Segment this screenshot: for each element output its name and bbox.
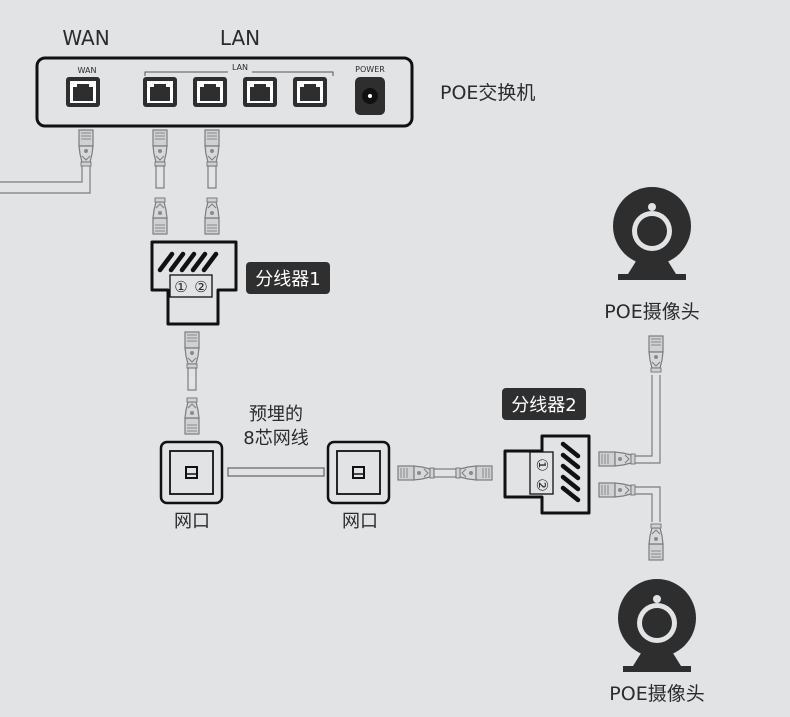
splitter1-tag-text: 分线器1 xyxy=(255,269,320,290)
poe-camera-1-label: POE摄像头 xyxy=(604,301,699,323)
splitter1-tag: 分线器1 xyxy=(246,262,330,294)
lan-port-2[interactable] xyxy=(193,77,227,107)
splitter-1: ① ② xyxy=(150,240,238,326)
splitter2-port2-label: ② xyxy=(533,478,551,491)
wall-socket-1-label: 网口 xyxy=(174,511,210,532)
splitter2-to-camera1-cable xyxy=(598,335,664,467)
switch-name-label: POE交换机 xyxy=(440,82,535,104)
splitter1-to-socket-cable xyxy=(184,331,200,435)
wan-cable xyxy=(0,129,94,194)
socket-to-splitter2-cable xyxy=(397,465,493,481)
lan-patch-cable-1 xyxy=(152,129,168,235)
lan-header-label: LAN xyxy=(220,26,260,50)
switch-panel-wan-label: WAN xyxy=(78,66,97,75)
poe-camera-2-icon xyxy=(618,579,696,672)
lan-port-4[interactable] xyxy=(293,77,327,107)
wall-socket-1[interactable] xyxy=(159,440,224,505)
splitter2-tag: 分线器2 xyxy=(502,388,586,420)
embedded-cable-label-line2: 8芯网线 xyxy=(243,428,308,449)
switch-body xyxy=(35,56,414,128)
switch-panel-power-label: POWER xyxy=(355,65,385,74)
wan-header-label: WAN xyxy=(62,26,109,50)
lan-bracket xyxy=(144,71,334,76)
splitter2-to-camera2-cable xyxy=(598,482,664,561)
wan-port[interactable] xyxy=(66,77,100,107)
splitter1-port2-label: ② xyxy=(194,278,207,296)
lan-patch-cable-2 xyxy=(204,129,220,235)
lan-port-1[interactable] xyxy=(143,77,177,107)
poe-camera-2-label: POE摄像头 xyxy=(609,683,704,705)
splitter-2: ① ② xyxy=(503,434,591,515)
poe-camera-1-icon xyxy=(613,187,691,280)
wall-socket-2-label: 网口 xyxy=(342,511,378,532)
splitter2-tag-text: 分线器2 xyxy=(511,395,576,416)
embedded-cable-label-line1: 预埋的 xyxy=(249,404,303,425)
power-jack[interactable] xyxy=(355,77,385,115)
switch-panel-lan-label: LAN xyxy=(232,63,248,72)
splitter2-port1-label: ① xyxy=(533,458,551,471)
lan-port-3[interactable] xyxy=(243,77,277,107)
wall-socket-2[interactable] xyxy=(326,440,391,505)
splitter1-port1-label: ① xyxy=(174,278,187,296)
embedded-8-core-cable xyxy=(227,467,325,477)
poe-switch: WAN LAN POWER xyxy=(35,56,414,128)
